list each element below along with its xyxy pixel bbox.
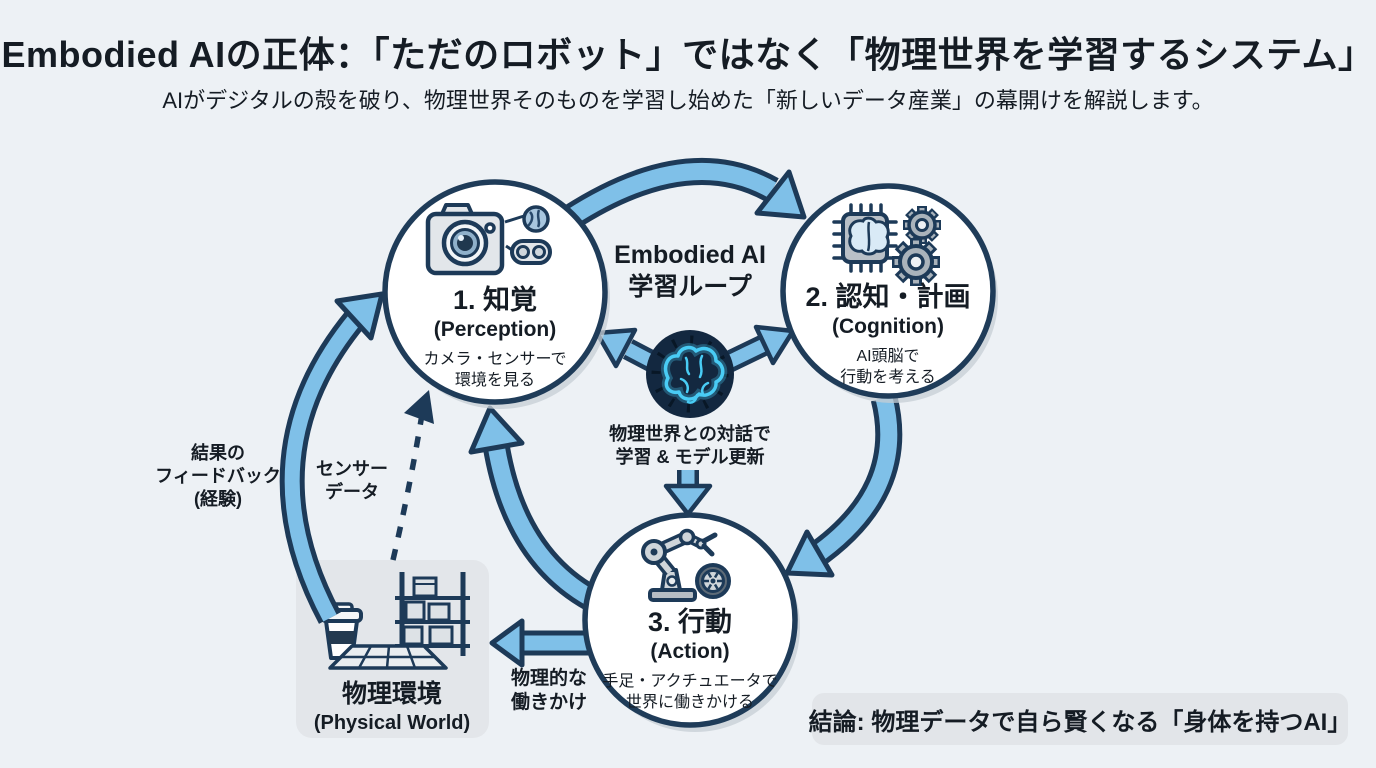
cognition-desc: AI頭脳で 行動を考える bbox=[840, 347, 936, 386]
conclusion-banner: 結論: 物理データで自ら賢くなる「身体を持つAI」 bbox=[809, 693, 1351, 745]
wheel-icon bbox=[695, 563, 731, 599]
loop-caption-line1: 物理世界との対話で bbox=[609, 424, 771, 444]
page-subtitle: AIがデジタルの殻を破り、物理世界そのものを学習し始めた「新しいデータ産業」の幕… bbox=[162, 88, 1214, 113]
arrow-cognition-to-action bbox=[784, 394, 903, 578]
loop-caption-line2: 学習 & モデル更新 bbox=[615, 446, 765, 467]
sensor-data-label: センサー データ bbox=[316, 459, 388, 503]
conclusion-text: 結論: 物理データで自ら賢くなる「身体を持つAI」 bbox=[808, 708, 1352, 736]
learning-core bbox=[646, 330, 734, 418]
perception-desc: カメラ・センサーで 環境を見る bbox=[423, 350, 567, 389]
gears-icon bbox=[892, 206, 941, 286]
feedback-label: 結果の フィードバック (経験) bbox=[155, 443, 281, 510]
node-cognition-text: 2. 認知・計画 (Cognition) AI頭脳で 行動を考える bbox=[778, 282, 998, 388]
physical-action-label: 物理的な 働きかけ bbox=[510, 668, 588, 714]
environment-subtitle: (Physical World) bbox=[313, 712, 471, 734]
loop-title: Embodied AI 学習ループ bbox=[614, 240, 766, 303]
loop-caption: 物理世界との対話で 学習 & モデル更新 bbox=[609, 423, 771, 468]
action-subtitle: (Action) bbox=[650, 639, 730, 663]
sensor-data-dashed-arrow bbox=[390, 390, 434, 561]
camera-icon bbox=[425, 203, 505, 276]
glowing-brain-icon bbox=[661, 343, 728, 404]
shelf-icon bbox=[395, 572, 470, 656]
page-title: Embodied AIの正体：「ただのロボット」ではなく「物理世界を学習するシス… bbox=[1, 34, 1375, 75]
action-desc: 手足・アクチュエータで 世界に働きかける bbox=[602, 672, 778, 711]
perception-subtitle: (Perception) bbox=[433, 317, 557, 341]
cognition-subtitle: (Cognition) bbox=[832, 314, 944, 338]
environment-label: 物理環境 (Physical World) bbox=[314, 674, 470, 735]
robot-arm-icon bbox=[641, 528, 718, 602]
arrow-perception-to-cognition bbox=[562, 157, 807, 230]
arrow-action-to-perception bbox=[468, 405, 605, 615]
cognition-title: 2. 認知・計画 bbox=[805, 282, 971, 312]
perception-title: 1. 知覚 bbox=[452, 285, 538, 315]
arrow-update-to-action bbox=[663, 470, 713, 517]
chip-brain-icon bbox=[832, 203, 898, 273]
loop-title-line2: 学習ループ bbox=[628, 272, 752, 301]
action-title: 3. 行動 bbox=[647, 607, 733, 637]
arrow-environment-to-perception bbox=[279, 291, 385, 624]
loop-title-line1: Embodied AI bbox=[614, 241, 766, 269]
node-action-circle bbox=[582, 512, 800, 732]
node-action-text: 3. 行動 (Action) 手足・アクチュエータで 世界に働きかける bbox=[580, 607, 800, 713]
sensor-icon bbox=[504, 205, 552, 265]
node-perception-text: 1. 知覚 (Perception) カメラ・センサーで 環境を見る bbox=[385, 285, 605, 391]
environment-title: 物理環境 bbox=[341, 680, 443, 708]
floor-grid-icon bbox=[328, 644, 448, 670]
